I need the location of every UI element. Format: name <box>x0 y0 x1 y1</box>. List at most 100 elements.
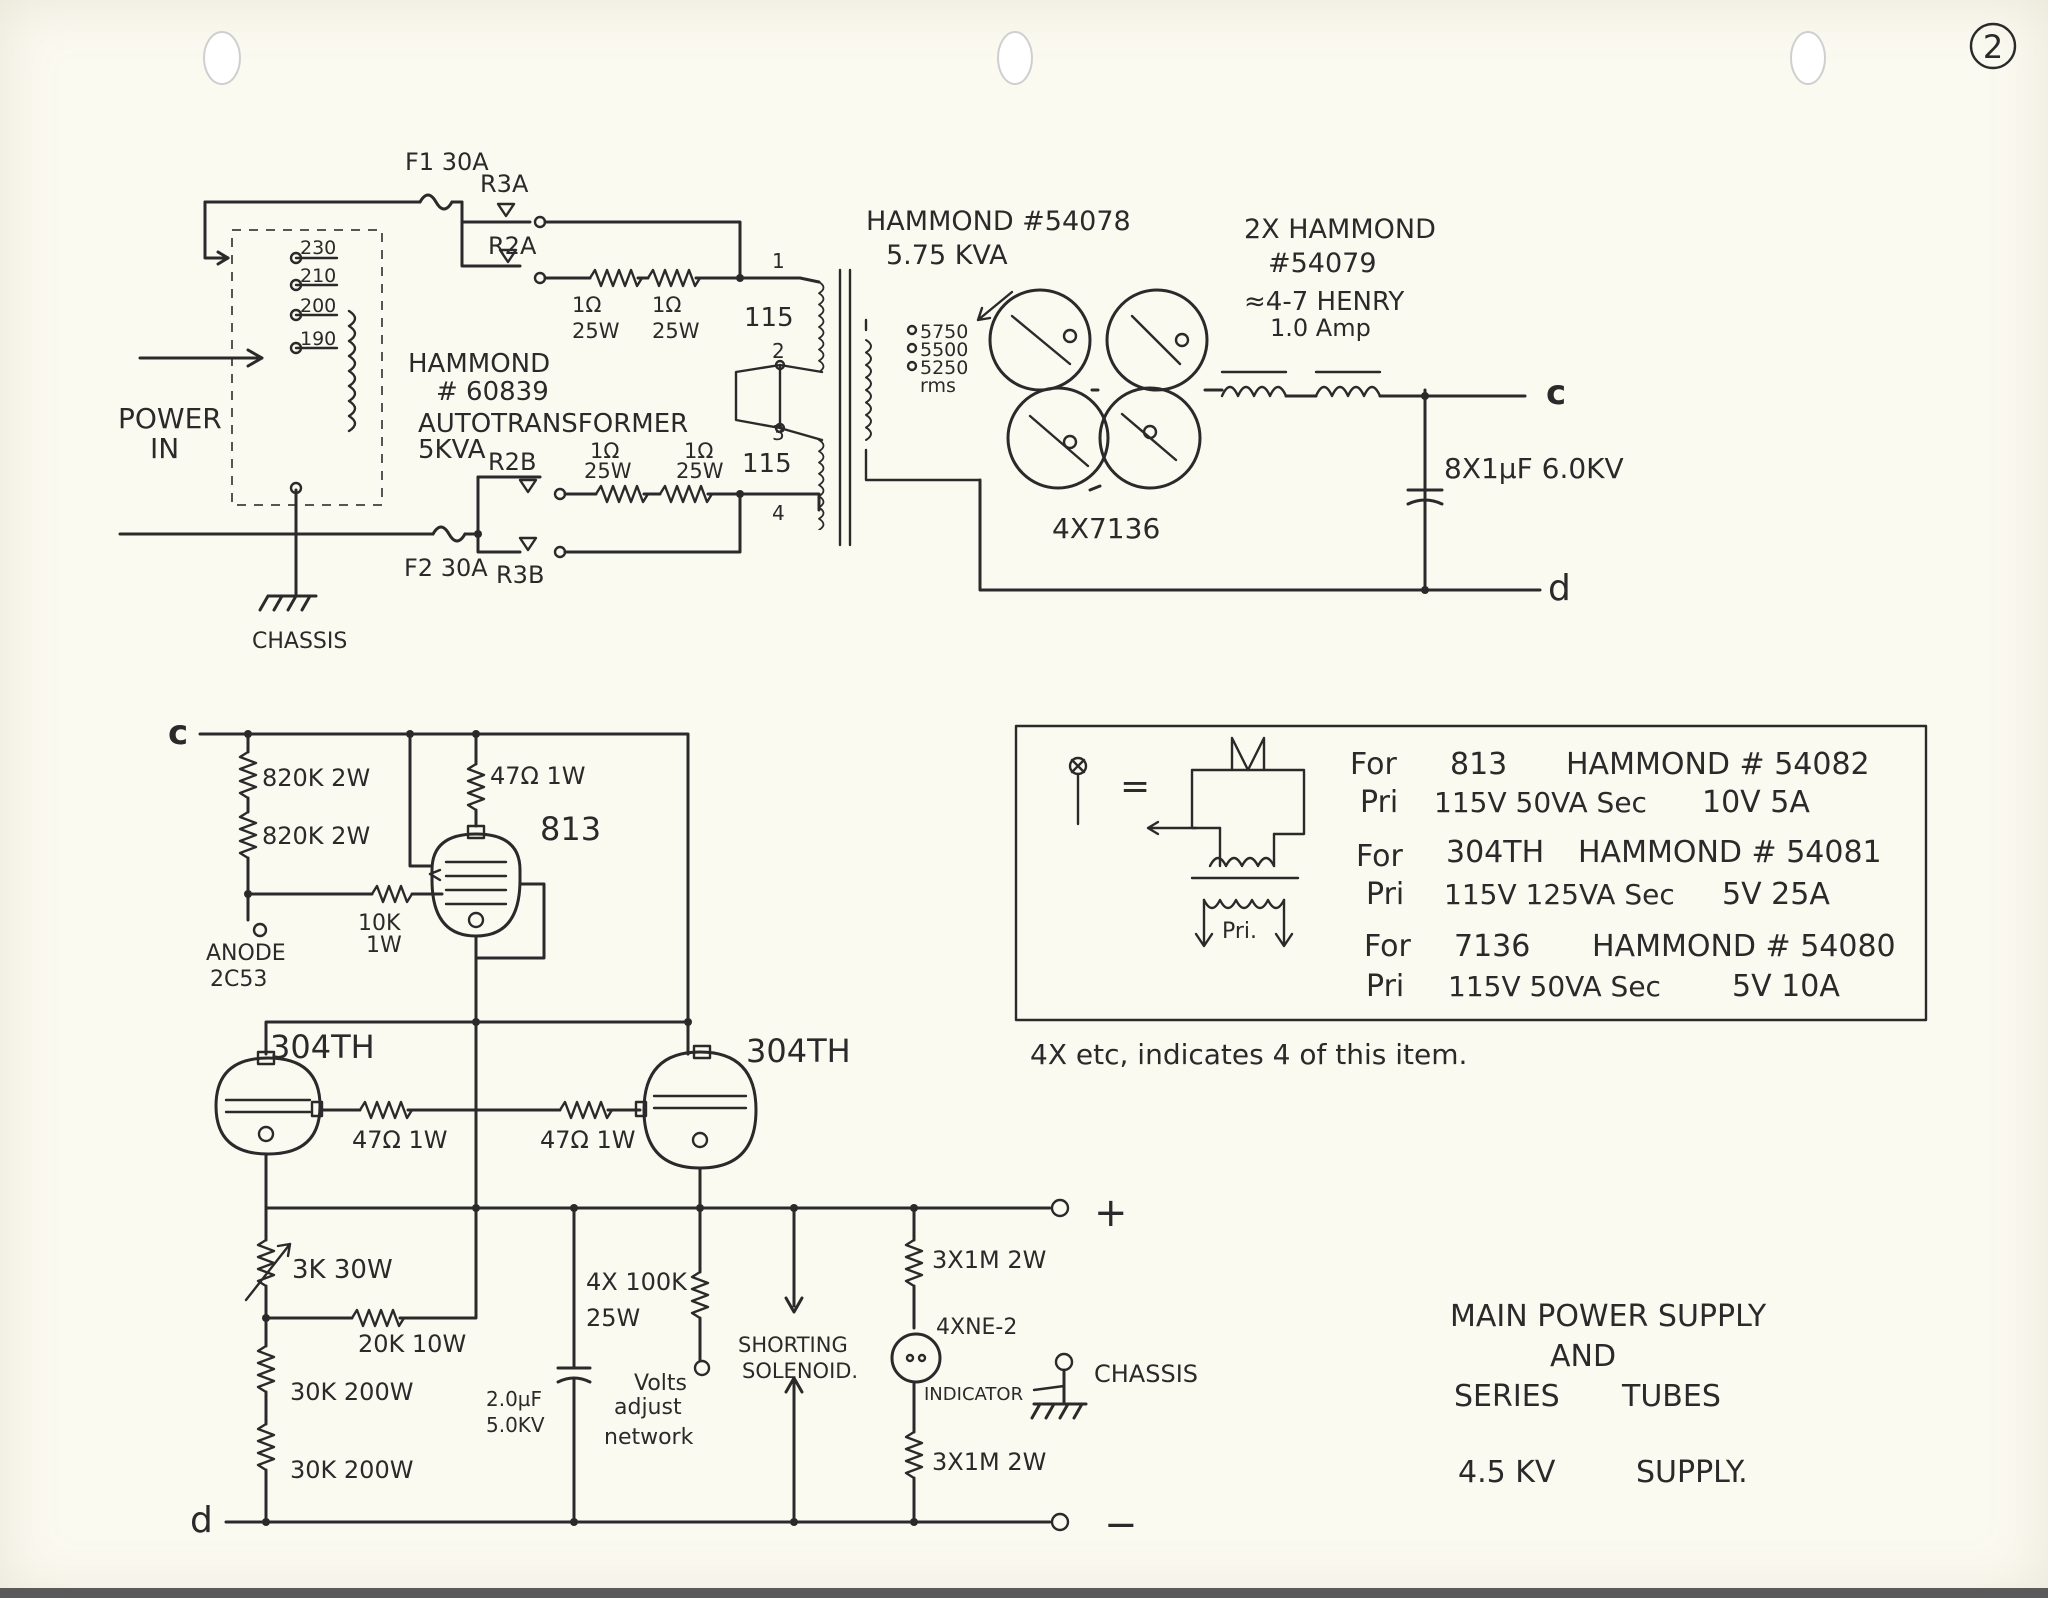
filament-legend: = Pri. For 813 HAMMOND # 54082 Pri 115V … <box>1014 724 1928 1022</box>
tube-304th-left-label: 304TH <box>270 1028 375 1066</box>
r30k-b-label: 30K 200W <box>290 1456 413 1484</box>
legend-row-6-b: 115V 50VA Sec <box>1448 970 1661 1003</box>
legend-row-3-b: 304TH <box>1446 835 1544 870</box>
legend-row-4-c: 5V 25A <box>1722 877 1830 912</box>
primary-winding-1 <box>817 282 825 372</box>
r3k-label: 3K 30W <box>292 1255 393 1285</box>
sec-tap-5250: 5250 <box>920 357 968 379</box>
page-number-circle <box>1969 22 2017 70</box>
tap-200: 200 <box>300 295 336 317</box>
choke-label-4: 1.0 Amp <box>1270 314 1371 342</box>
r100k-watt: 25W <box>586 1304 640 1332</box>
resistor-1ohm-d <box>658 484 714 504</box>
hv-section: HAMMOND #54078 5.75 KVA 5750 5500 5250 r… <box>864 206 1624 609</box>
legend-row-2-c: 10V 5A <box>1702 785 1810 820</box>
node-d-bottom: d <box>190 1500 213 1541</box>
resistor-1ohm-b <box>646 268 702 288</box>
r820k-b-label: 820K 2W <box>262 822 370 850</box>
fuse-f1-label: F1 30A <box>405 148 489 176</box>
resistor-47-left <box>358 1100 414 1120</box>
binder-hole-middle <box>997 31 1033 85</box>
resistor-1ohm-a <box>588 268 644 288</box>
r47-left-label: 47Ω 1W <box>352 1126 448 1154</box>
r47-top-label: 47Ω 1W <box>490 762 586 790</box>
legend-row-6-a: Pri <box>1366 969 1404 1004</box>
rectifier-tube-3 <box>1006 386 1110 490</box>
r10k-label: 10K <box>358 911 401 936</box>
resistor-47-top <box>466 762 486 812</box>
hv-secondary-coil <box>864 338 873 442</box>
choke-1 <box>1220 385 1288 398</box>
resistor-30k-a <box>256 1344 276 1394</box>
tube-304th-right <box>642 1050 758 1170</box>
resistor-20k <box>350 1308 406 1328</box>
rectifiers-label: 4X7136 <box>1052 512 1160 545</box>
r10k-watt: 1W <box>366 933 402 958</box>
chassis-label-bottom: CHASSIS <box>1094 1360 1198 1388</box>
autotransformer-label-3: AUTOTRANSFORMER <box>418 409 688 439</box>
relay-r2b-label: R2B <box>488 448 536 476</box>
legend-row-1-b: 813 <box>1450 747 1507 782</box>
choke-2 <box>1314 385 1382 398</box>
node-d-top: d <box>1548 568 1571 609</box>
resistor-4x100k <box>690 1270 710 1320</box>
legend-row-2-b: 115V 50VA Sec <box>1434 786 1647 819</box>
autotransformer-box <box>231 229 383 506</box>
caption-line-1: MAIN POWER SUPPLY <box>1450 1299 1767 1334</box>
relay-r3a-label: R3A <box>480 170 529 198</box>
r1b-watt: 25W <box>652 319 700 343</box>
node-c-bottom: c <box>168 713 188 753</box>
caption-line-3a: SERIES <box>1454 1379 1560 1414</box>
r1b-ohm: 1Ω <box>652 293 681 317</box>
resistor-1ohm-c <box>594 484 650 504</box>
choke-label-1: 2X HAMMOND <box>1244 214 1436 245</box>
node-c-top: c <box>1546 373 1566 413</box>
r820k-a-label: 820K 2W <box>262 764 370 792</box>
tap-190: 190 <box>300 328 336 350</box>
resistor-3x1m-bottom <box>904 1430 924 1480</box>
caption-line-3b: TUBES <box>1621 1379 1721 1414</box>
volts-adjust-1: Volts <box>634 1371 687 1396</box>
legend-row-5-c: HAMMOND # 54080 <box>1592 929 1896 964</box>
hv-transformer-label-1: HAMMOND #54078 <box>866 206 1131 237</box>
power-in-label-2: IN <box>150 432 179 465</box>
series-tube-section: c 820K 2W 820K 2W ANODE 2C53 10K 1W 47Ω … <box>168 713 1198 1548</box>
legend-row-4-a: Pri <box>1366 877 1404 912</box>
power-in-label: POWER <box>118 402 222 435</box>
sec-tap-5750: 5750 <box>920 321 968 343</box>
sheet-caption: MAIN POWER SUPPLY AND SERIES TUBES 4.5 K… <box>1450 1299 1767 1490</box>
rectifier-tube-2 <box>1105 288 1209 392</box>
choke-label-2: #54079 <box>1268 248 1377 279</box>
autotransformer-coil <box>349 311 355 431</box>
winding-num-2: 2 <box>772 339 785 363</box>
shorting-label: SHORTING <box>738 1333 848 1357</box>
legend-box <box>1014 724 1928 1022</box>
plus-terminal: + <box>1094 1190 1128 1236</box>
resistor-820k-b <box>238 810 258 860</box>
resistor-3x1m-top <box>904 1238 924 1288</box>
anode-label: ANODE <box>206 941 286 966</box>
chassis-label-top: CHASSIS <box>252 629 347 654</box>
legend-row-3-c: HAMMOND # 54081 <box>1578 835 1882 870</box>
caption-line-4b: SUPPLY. <box>1636 1455 1748 1490</box>
legend-row-2-a: Pri <box>1360 785 1398 820</box>
r1a-watt: 25W <box>572 319 620 343</box>
r100k-label: 4X 100K <box>586 1268 688 1296</box>
autotransformer-label-1: HAMMOND <box>408 349 550 379</box>
filter-cap-label: 8X1µF 6.0KV <box>1444 452 1624 485</box>
page-number: 2 <box>1983 28 2003 66</box>
caption-line-4a: 4.5 KV <box>1458 1455 1556 1490</box>
primary-winding-2 <box>817 440 825 530</box>
relay-r2a-label: R2A <box>488 232 537 260</box>
choke-label-3: ≈4-7 HENRY <box>1244 287 1404 317</box>
r1a-ohm: 1Ω <box>572 293 601 317</box>
indicator-label: INDICATOR <box>924 1384 1023 1405</box>
autotransformer-label-2: # 60839 <box>436 377 549 407</box>
cap-2uf-voltage: 5.0KV <box>486 1413 545 1437</box>
legend-row-5-a: For <box>1364 929 1412 964</box>
legend-row-6-c: 5V 10A <box>1732 969 1840 1004</box>
caption-line-2: AND <box>1550 1339 1616 1374</box>
winding-115-top: 115 <box>744 303 794 333</box>
r3x1m-bottom-label: 3X1M 2W <box>932 1448 1046 1476</box>
